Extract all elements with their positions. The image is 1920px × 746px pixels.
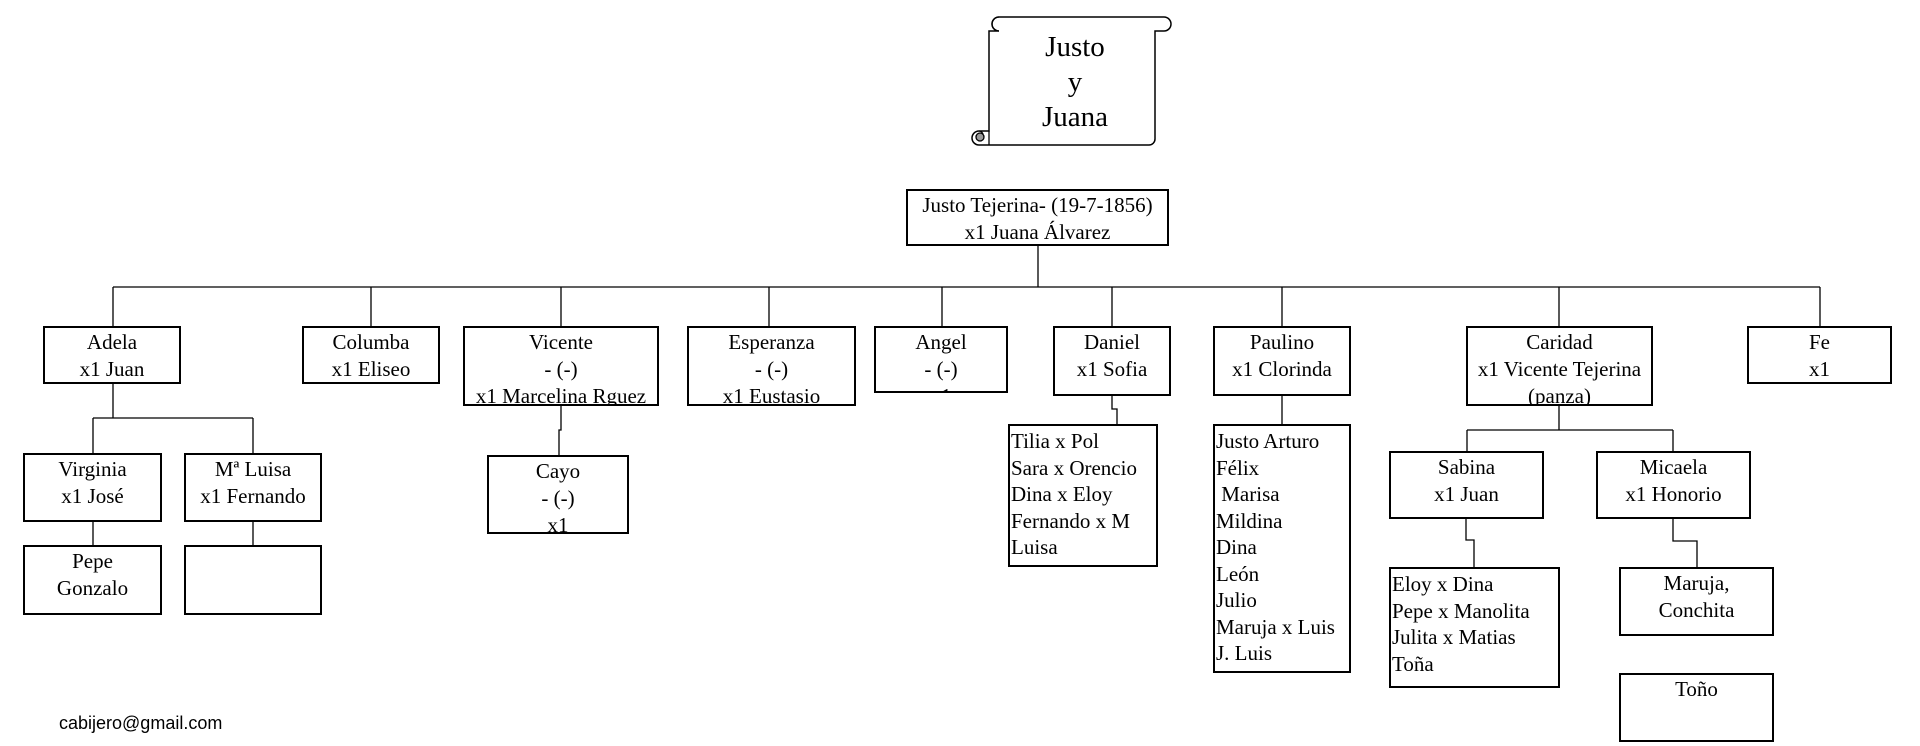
- person-line: Mª Luisa: [214, 457, 292, 481]
- person-line: Sara x Orencio: [1011, 455, 1137, 480]
- scroll-shape: [971, 16, 1172, 146]
- person-line: Adela: [86, 330, 138, 354]
- daniel-connector: [1111, 396, 1118, 424]
- person-line: x1 Juana Álvarez: [964, 220, 1111, 244]
- person-line: (panza): [1528, 384, 1591, 406]
- person-box-esperanza: Esperanza - (-) x1 Eustasio: [687, 326, 856, 406]
- person-line: Marisa: [1216, 482, 1280, 506]
- person-line: Caridad: [1526, 330, 1593, 354]
- person-line: Félix: [1216, 455, 1260, 480]
- person-box-maluisa: Mª Luisa x1 Fernando: [184, 453, 322, 522]
- person-line: Tilia x Pol: [1011, 429, 1099, 453]
- person-line: Pepe x Manolita: [1392, 598, 1530, 623]
- person-box-maruja: Maruja, Conchita: [1619, 567, 1774, 636]
- person-line: Angel: [915, 330, 967, 354]
- person-line: Pepe: [72, 549, 113, 573]
- person-line: Daniel: [1084, 330, 1140, 354]
- person-box-angel: Angel - (-) x1: [874, 326, 1008, 393]
- person-line: Mildina: [1216, 508, 1283, 533]
- person-line: x1 Vicente Tejerina: [1477, 357, 1642, 381]
- person-box-virginia: Virginia x1 José: [23, 453, 162, 522]
- person-line: x1 Fernando: [200, 484, 306, 508]
- person-box-fe: Fe x1: [1747, 326, 1892, 384]
- person-line: Micaela: [1639, 455, 1708, 479]
- person-line: x1: [876, 383, 1006, 391]
- person-box-columba: Columba x1 Eliseo: [302, 326, 440, 384]
- person-line: x1: [1809, 357, 1830, 381]
- person-line: Maruja x Luis: [1216, 614, 1335, 639]
- person-line: x1 José: [61, 484, 124, 508]
- title-line: Juana: [1041, 101, 1109, 133]
- person-line: x1 Clorinda: [1232, 357, 1332, 381]
- person-line: Justo Arturo: [1216, 429, 1320, 453]
- person-line: Gonzalo: [56, 576, 129, 600]
- person-box-caridad: Caridad x1 Vicente Tejerina (panza): [1466, 326, 1653, 406]
- adela-connector: [92, 384, 254, 545]
- person-line: Cayo: [535, 459, 581, 483]
- person-line: Fe: [1809, 330, 1830, 354]
- person-line: - (-): [754, 357, 789, 381]
- person-line: Eloy x Dina: [1392, 572, 1494, 596]
- person-line: Virginia: [58, 457, 127, 481]
- person-box-cayo: Cayo - (-) x1: [487, 455, 629, 534]
- person-box-adela: Adela x1 Juan: [43, 326, 181, 384]
- sabina-connector: [1465, 519, 1475, 567]
- person-line: x1: [547, 513, 569, 534]
- person-line: x1 Eliseo: [331, 357, 411, 381]
- person-box-sabina: Sabina x1 Juan: [1389, 451, 1544, 519]
- caridad-connector: [1466, 406, 1674, 451]
- person-line: Julita x Matias: [1392, 625, 1516, 649]
- person-line: x1 Juan: [79, 357, 145, 381]
- person-box-empty: [184, 545, 322, 615]
- person-line: Columba: [332, 330, 410, 354]
- person-box-daniel: Daniel x1 Sofia: [1053, 326, 1171, 396]
- person-line: Dina x Eloy: [1011, 482, 1113, 506]
- person-line: Dina: [1216, 535, 1257, 559]
- person-box-micaela: Micaela x1 Honorio: [1596, 451, 1751, 519]
- person-box-paulino: Paulino x1 Clorinda: [1213, 326, 1351, 396]
- micaela-connector: [1672, 519, 1698, 567]
- person-line: x1 Marcelina Rguez: [475, 384, 647, 406]
- person-line: Sabina: [1437, 455, 1496, 479]
- person-line: Justo Tejerina- (19-7-1856): [922, 193, 1153, 217]
- person-line: - (-): [541, 486, 575, 510]
- person-line: Conchita: [1658, 598, 1735, 622]
- title-line: Justo: [1045, 31, 1105, 63]
- person-line: J. Luis: [1216, 641, 1273, 665]
- person-box-tono: Toño: [1619, 673, 1774, 742]
- person-line: x1 Sofia: [1076, 357, 1148, 381]
- person-line: x1 Eustasio: [722, 384, 821, 406]
- author-email: cabijero@gmail.com: [59, 713, 223, 733]
- person-box-root: Justo Tejerina- (19-7-1856) x1 Juana Álva…: [906, 189, 1169, 246]
- person-box-vicente: Vicente - (-) x1 Marcelina Rguez: [463, 326, 659, 406]
- person-line: - (-): [924, 357, 958, 381]
- person-line: Julio: [1216, 588, 1257, 612]
- couple-title-scroll: Justo y Juana: [1000, 30, 1150, 135]
- person-line: Esperanza: [728, 330, 815, 354]
- person-line: Luisa: [1011, 535, 1058, 559]
- person-line: x1 Honorio: [1625, 482, 1722, 506]
- child-drops: [112, 287, 1821, 326]
- person-line: - (-): [544, 357, 578, 381]
- person-line: Toño: [1675, 677, 1718, 701]
- root-connector: [113, 246, 1820, 288]
- vicente-connector: [558, 406, 562, 455]
- title-line: y: [1067, 66, 1083, 98]
- person-line: Fernando x M: [1011, 508, 1130, 533]
- person-line: León: [1216, 561, 1260, 586]
- person-line: Maruja,: [1663, 571, 1730, 595]
- person-line: Vicente: [528, 330, 594, 354]
- person-line: Paulino: [1249, 330, 1315, 354]
- person-line: Toña: [1392, 651, 1434, 676]
- person-line: x1 Juan: [1434, 482, 1499, 506]
